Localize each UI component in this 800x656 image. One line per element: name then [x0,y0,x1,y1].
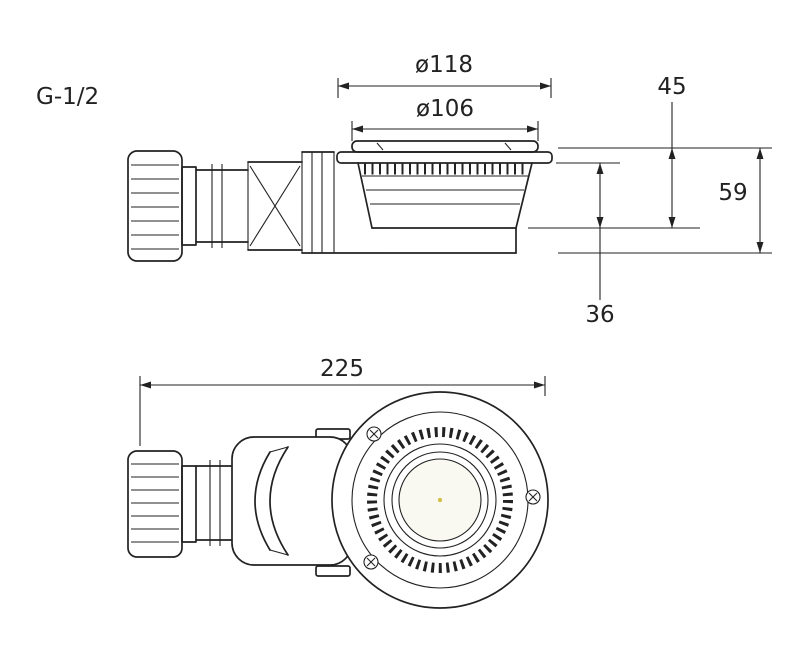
dia-106-label: ø106 [416,96,474,122]
dimension-height-36: 36 [585,163,615,328]
compression-nut-top [127,450,197,558]
pipe-bend-outline [254,451,271,551]
dimension-height-59: 59 [718,148,764,253]
drain-body-side [301,140,553,254]
center-dot [437,497,443,503]
height-45-label: 45 [657,74,686,100]
flange-screw-2 [525,489,541,505]
flange-screw-3 [363,554,379,570]
compression-nut-side [127,150,197,262]
dimension-dia-106: ø106 [351,96,539,141]
body-connection-nut-side [301,151,335,253]
dimension-dia-118: ø118 [337,52,552,98]
dia-118-label: ø118 [415,52,473,78]
flange-side [336,151,553,164]
side-view: G-1/2 [36,52,772,328]
thread-size-label: G-1/2 [36,84,99,110]
extension-lines [528,147,772,254]
union-joint-side [247,161,303,251]
inlet-pipe-side [195,164,249,248]
top-view: 225 [127,356,549,609]
length-225-label: 225 [320,356,364,382]
dimension-height-45: 45 [657,74,687,228]
height-59-label: 59 [718,180,747,206]
mounting-boss-bottom [315,565,351,577]
trap-housing-top [231,428,353,577]
flange-screw-1 [366,426,382,442]
height-36-label: 36 [585,302,614,328]
knurled-ring [367,427,513,573]
dimension-length-225: 225 [139,356,546,446]
drain-body-top [331,391,549,609]
inlet-pipe-top [195,460,237,546]
